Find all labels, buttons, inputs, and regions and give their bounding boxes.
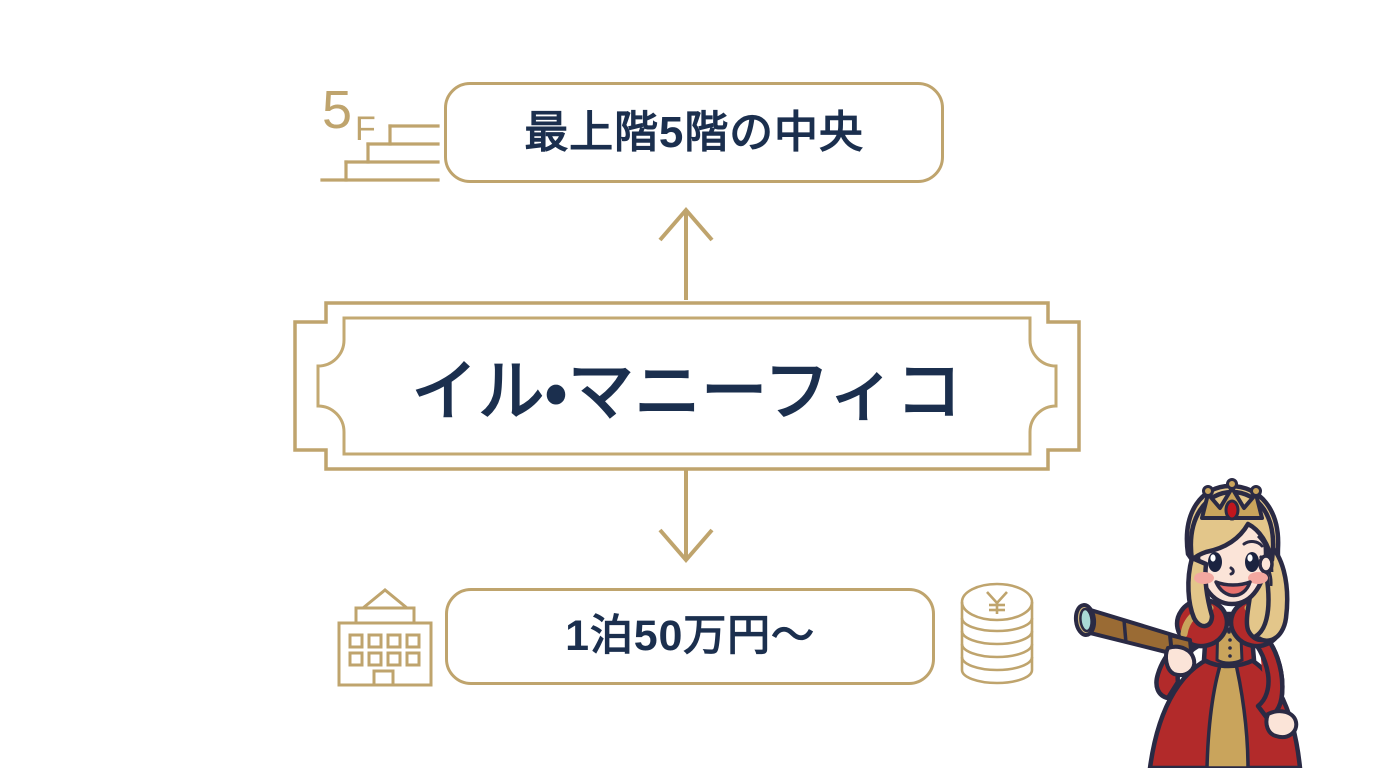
- crown-ball-center: [1226, 478, 1238, 490]
- right-blush: [1248, 572, 1268, 584]
- yen-coins-stack-icon: [956, 578, 1054, 694]
- crown-ball-right: [1250, 485, 1262, 497]
- telescope-lens: [1079, 607, 1093, 633]
- hotel-name-badge[interactable]: イル・マニーフィコ: [292, 300, 1082, 472]
- floor-number-text: 5: [322, 80, 352, 140]
- crown-gem: [1224, 499, 1240, 521]
- right-hand: [1264, 709, 1299, 739]
- nose: [1229, 566, 1235, 576]
- hotel-name-text: イル・マニーフィコ: [411, 354, 963, 428]
- left-eye-highlight: [1210, 554, 1216, 562]
- telescope-band: [1122, 619, 1128, 644]
- floor-stairs-icon: 5 F: [312, 78, 442, 186]
- hair-side-left: [1186, 555, 1215, 629]
- left-eye: [1208, 552, 1222, 572]
- arrow-down: [646, 470, 726, 570]
- mouth: [1214, 580, 1252, 598]
- bottom-callout-label: 1泊50万円～: [565, 612, 815, 660]
- floor-stairs-icon-svg: 5 F: [320, 80, 440, 182]
- bottom-callout[interactable]: 1泊50万円～: [445, 588, 935, 685]
- right-eye-highlight: [1247, 554, 1253, 562]
- crown-ball-left: [1202, 485, 1214, 497]
- hotel-building-icon: [333, 583, 437, 689]
- badge-outer-border: [293, 301, 1081, 471]
- yen-coins-stack-icon-svg: [960, 582, 1034, 685]
- skirt-gold-panel: [1205, 654, 1250, 768]
- right-eye: [1245, 552, 1259, 572]
- top-callout-label: 最上階5階の中央: [524, 107, 864, 157]
- arrow-up-svg: [658, 206, 714, 300]
- arrow-down-svg: [658, 470, 714, 564]
- badge-inner-border: [316, 316, 1058, 456]
- princess-with-telescope-illustration: [1062, 468, 1376, 768]
- hotel-name-badge-frame: [293, 301, 1081, 471]
- left-hand: [1164, 644, 1197, 677]
- crown-icon: [1200, 478, 1264, 521]
- telescope-barrel: [1082, 606, 1178, 656]
- right-eyebrow: [1242, 540, 1264, 548]
- left-blush: [1194, 572, 1214, 584]
- right-sleeve: [1245, 627, 1285, 721]
- floor-suffix-text: F: [355, 110, 376, 148]
- hotel-building-icon-svg: [337, 588, 433, 687]
- princess-illustration-svg: [1073, 478, 1303, 768]
- top-callout[interactable]: 最上階5階の中央: [444, 82, 944, 183]
- arrow-up: [646, 200, 726, 300]
- ear: [1258, 554, 1274, 574]
